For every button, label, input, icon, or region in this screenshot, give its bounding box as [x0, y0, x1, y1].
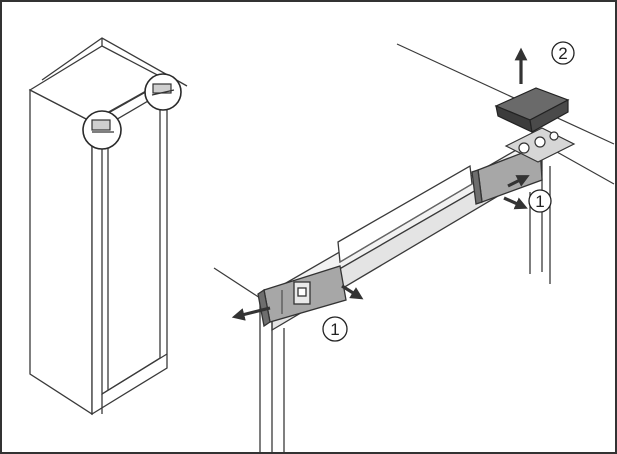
screw-2	[534, 136, 546, 148]
screw-1	[518, 142, 530, 154]
callout-bottom-label: 1	[330, 320, 339, 339]
hinge-cover	[494, 87, 570, 134]
arrow-left-pull	[231, 306, 271, 321]
screw-3	[549, 131, 559, 141]
motion-arrows	[231, 47, 530, 321]
callout-right: 1	[528, 189, 552, 213]
detail-background-lines	[213, 43, 615, 299]
arrow-right-push	[507, 175, 530, 188]
callout-top-label: 2	[558, 44, 567, 63]
zoom-circle-details	[91, 83, 175, 133]
hinge-bracket-right	[471, 145, 543, 205]
door-frame	[259, 166, 551, 452]
overview-cabinet	[28, 37, 188, 416]
arrow-left-push	[341, 284, 364, 300]
hinge-plate	[504, 127, 576, 163]
arrow-right-pull	[503, 196, 528, 210]
callout-bottom: 1	[322, 316, 348, 342]
callout-top: 2	[551, 41, 575, 65]
callout-right-label: 1	[535, 192, 544, 211]
